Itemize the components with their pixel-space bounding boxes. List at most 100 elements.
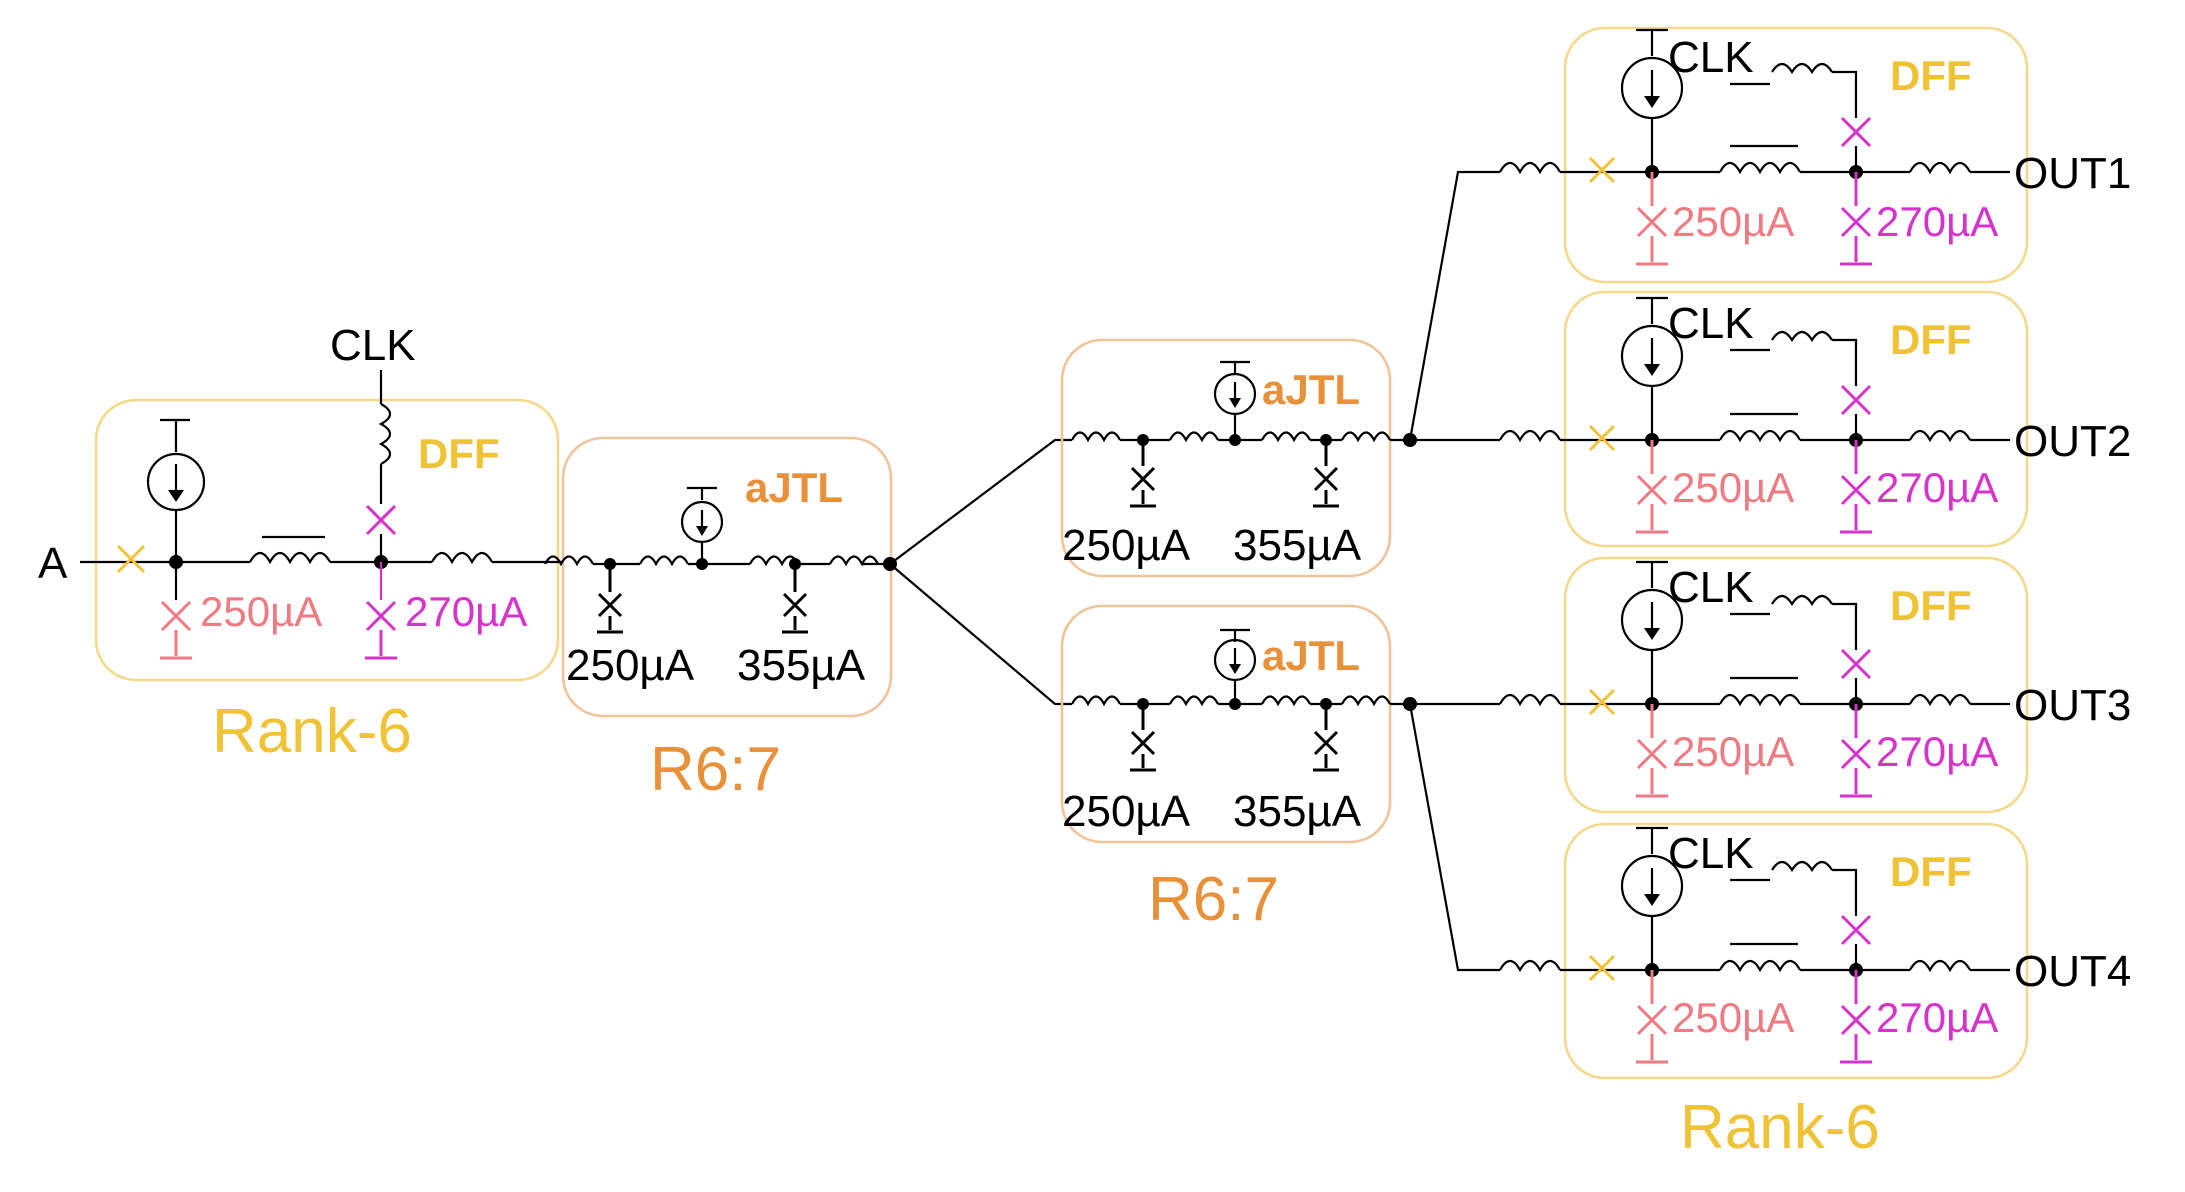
output-dff-title: DFF bbox=[1890, 52, 1972, 99]
inductor-icon bbox=[1771, 594, 1833, 607]
output-dff-box bbox=[1563, 822, 2029, 1080]
output-dff-title: DFF bbox=[1890, 848, 1972, 895]
output-label: OUT3 bbox=[2014, 681, 2131, 730]
inductor-icon bbox=[431, 551, 493, 565]
output-clock-label: CLK bbox=[1668, 829, 1754, 878]
inductor-icon bbox=[1169, 431, 1219, 443]
output-dff-bias-1: 250µA bbox=[1672, 464, 1794, 511]
jj-icon bbox=[1840, 970, 1872, 1064]
inductor-icon bbox=[1909, 959, 1971, 973]
jj-icon bbox=[1636, 704, 1668, 798]
inductor-icon bbox=[544, 555, 594, 567]
left-rank-caption: Rank-6 bbox=[212, 697, 412, 766]
inductor-icon bbox=[1499, 161, 1561, 175]
jj-icon bbox=[782, 564, 808, 634]
jj-icon bbox=[1840, 384, 1872, 416]
jj-icon bbox=[1840, 914, 1872, 946]
output-dff-bias-2: 270µA bbox=[1876, 464, 1998, 511]
jj-icon bbox=[1840, 440, 1872, 534]
inductor-icon bbox=[1909, 429, 1971, 443]
inductor-icon bbox=[1341, 695, 1391, 707]
input-jj-icon bbox=[1588, 688, 1616, 716]
output-clock-label: CLK bbox=[1668, 299, 1754, 348]
splitter-bottom-title: aJTL bbox=[1262, 632, 1360, 679]
inductor-icon bbox=[1771, 330, 1833, 343]
splitter-1-bias-2: 355µA bbox=[737, 641, 866, 690]
splitter-top-box bbox=[1060, 338, 1392, 578]
splitter-top-block: aJTL 250µA 355µA bbox=[1060, 338, 1417, 578]
jj-icon bbox=[1840, 172, 1872, 266]
output-dff-bias-1: 250µA bbox=[1672, 994, 1794, 1041]
inductor-icon bbox=[749, 555, 799, 567]
left-dff-box bbox=[94, 398, 560, 682]
inductor-icon bbox=[829, 555, 879, 567]
output-dff-bias-2: 270µA bbox=[1876, 198, 1998, 245]
inductor-icon bbox=[639, 555, 689, 567]
jj-icon bbox=[597, 564, 623, 634]
splitter-1-block: aJTL 250µA 355µA R6:7 bbox=[544, 436, 897, 804]
output-label: OUT2 bbox=[2014, 417, 2131, 466]
output-dff-title: DFF bbox=[1890, 316, 1972, 363]
splitter-1-caption: R6:7 bbox=[650, 735, 781, 804]
output-dff-bias-2: 270µA bbox=[1876, 994, 1998, 1041]
left-dff-bias-1: 250µA bbox=[200, 588, 322, 635]
jj-icon bbox=[1840, 116, 1872, 148]
right-rank-caption: Rank-6 bbox=[1680, 1093, 1880, 1162]
fanout-wire-bottom bbox=[889, 563, 1072, 706]
output-dff-bias-1: 250µA bbox=[1672, 728, 1794, 775]
splitter-bottom-caption: R6:7 bbox=[1148, 865, 1279, 934]
output-clock-label: CLK bbox=[1668, 33, 1754, 82]
output-dff-box bbox=[1563, 26, 2029, 284]
splitter-1-box bbox=[561, 436, 893, 718]
input-jj-icon bbox=[1588, 156, 1616, 184]
inductor-icon bbox=[1261, 695, 1311, 707]
output-label: OUT1 bbox=[2014, 149, 2131, 198]
output-dff-box bbox=[1563, 290, 2029, 548]
splitter-top-title: aJTL bbox=[1262, 366, 1360, 413]
inductor-icon bbox=[1909, 693, 1971, 707]
splitter-bottom-block: aJTL 250µA 355µA R6:7 bbox=[1060, 604, 1417, 934]
splitter-bottom-box bbox=[1060, 604, 1392, 844]
jj-icon bbox=[1130, 440, 1156, 508]
inductor-icon bbox=[1499, 429, 1561, 443]
inductor-icon bbox=[1771, 62, 1833, 75]
inductor-icon bbox=[1719, 429, 1801, 443]
inductor-icon bbox=[1771, 860, 1833, 873]
splitter-top-bias-1: 250µA bbox=[1062, 521, 1191, 570]
jj-icon bbox=[1840, 648, 1872, 680]
inductor-icon bbox=[378, 403, 392, 465]
jj-icon bbox=[1130, 704, 1156, 772]
inductor-icon bbox=[1499, 693, 1561, 707]
inductor-icon bbox=[249, 551, 331, 565]
jj-icon bbox=[365, 504, 397, 536]
output-dff-bias-2: 270µA bbox=[1876, 728, 1998, 775]
inductor-icon bbox=[1071, 695, 1121, 707]
input-jj-icon bbox=[116, 544, 146, 574]
output-dff-title: DFF bbox=[1890, 582, 1972, 629]
left-dff-title: DFF bbox=[418, 430, 500, 477]
splitter-1-title: aJTL bbox=[745, 464, 843, 511]
output-dff-box bbox=[1563, 556, 2029, 814]
jj-icon bbox=[1636, 970, 1668, 1064]
splitter-bottom-bias-2: 355µA bbox=[1233, 787, 1362, 836]
inductor-icon bbox=[1909, 161, 1971, 175]
output-label: OUT4 bbox=[2014, 947, 2131, 996]
inductor-icon bbox=[1719, 693, 1801, 707]
inductor-icon bbox=[1719, 959, 1801, 973]
fanout-wire-top bbox=[889, 438, 1072, 565]
splitter-top-bias-2: 355µA bbox=[1233, 521, 1362, 570]
inductor-icon bbox=[1499, 959, 1561, 973]
inductor-icon bbox=[1719, 161, 1801, 175]
inductor-icon bbox=[1261, 431, 1311, 443]
inductor-icon bbox=[1169, 695, 1219, 707]
jj-icon bbox=[1636, 172, 1668, 266]
output-dff-bias-1: 250µA bbox=[1672, 198, 1794, 245]
inductor-icon bbox=[1071, 431, 1121, 443]
output-dff-3: CLK DFF 250µA 270µA OUT3 bbox=[1499, 556, 2131, 814]
splitter-bottom-bias-1: 250µA bbox=[1062, 787, 1191, 836]
left-clock-label: CLK bbox=[330, 321, 416, 370]
output-clock-label: CLK bbox=[1668, 563, 1754, 612]
jj-icon bbox=[1313, 440, 1339, 508]
jj-icon bbox=[1313, 704, 1339, 772]
